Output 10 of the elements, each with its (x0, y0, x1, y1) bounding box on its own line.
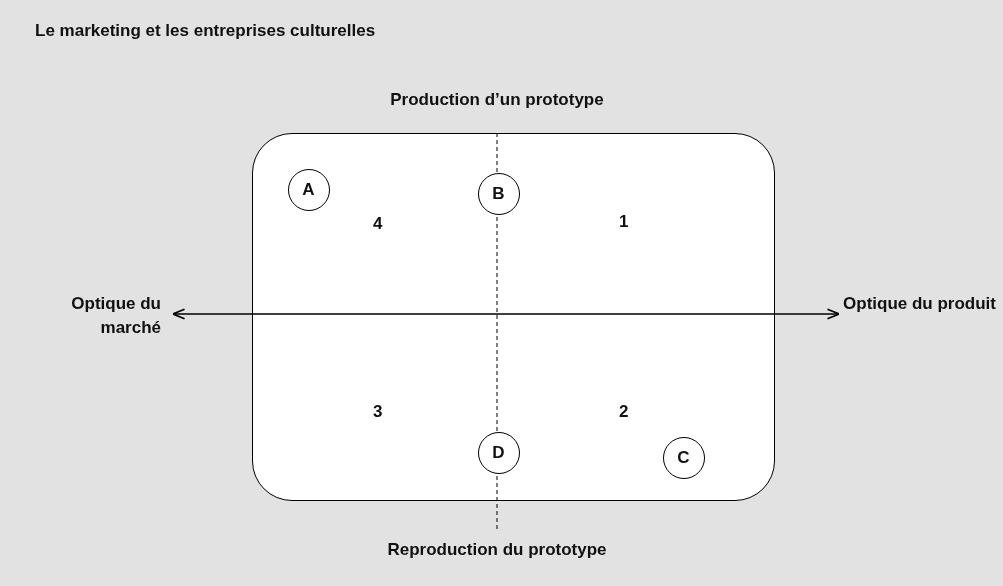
axis-label: Reproduction du prototype (386, 539, 608, 561)
axis-label: Production d’un prototype (389, 89, 605, 111)
quadrant-frame (252, 133, 775, 501)
axis-label: Optique du marché (70, 293, 161, 339)
axis-label: Optique du produit (842, 293, 996, 315)
quadrant-number: 2 (619, 402, 629, 422)
quadrant-number: 3 (373, 402, 383, 422)
diagram-title: Le marketing et les entreprises culturelles (35, 20, 376, 42)
quadrant-number: 4 (373, 214, 383, 234)
quadrant-number: 1 (619, 212, 629, 232)
